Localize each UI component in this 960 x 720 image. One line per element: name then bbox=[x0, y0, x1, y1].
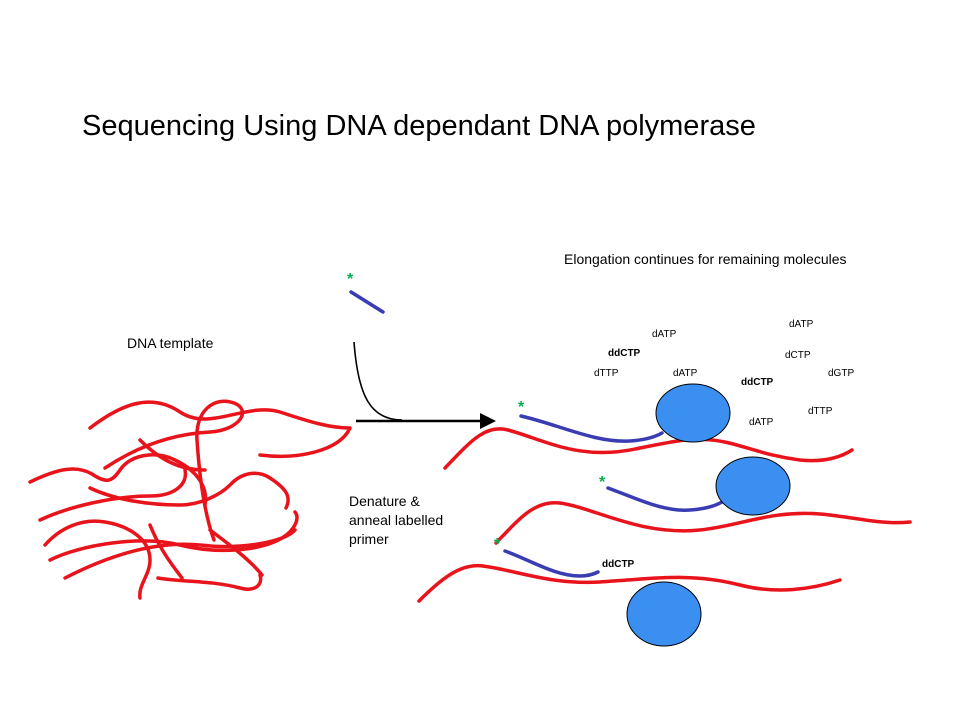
tangled-strand-9 bbox=[138, 438, 207, 472]
primer-strand-3 bbox=[503, 549, 600, 578]
primer-strand-1 bbox=[519, 414, 664, 443]
nucleotide-dctp-1: dCTP bbox=[785, 350, 811, 361]
nucleotide-dttp-2: dTTP bbox=[808, 406, 833, 417]
dna-template-label: DNA template bbox=[127, 335, 214, 351]
template-molecule-2: * bbox=[494, 456, 912, 545]
label-star-primer: * bbox=[347, 271, 354, 288]
template-strand-1 bbox=[443, 427, 854, 470]
nucleotide-datp-3: dATP bbox=[673, 368, 698, 379]
tangled-strand-10 bbox=[148, 523, 184, 580]
nucleotide-datp-4: dATP bbox=[749, 417, 774, 428]
slide-title: Sequencing Using DNA dependant DNA polym… bbox=[82, 110, 756, 142]
nucleotide-datp-2: dATP bbox=[789, 319, 814, 330]
tangled-strand-2 bbox=[103, 399, 245, 542]
polymerase-2 bbox=[715, 456, 791, 516]
nucleotide-ddctp-2: ddCTP bbox=[741, 377, 774, 388]
nucleotide-ddctp-3: ddCTP bbox=[602, 559, 635, 570]
tangled-dna-template bbox=[28, 399, 352, 600]
template-strand-2 bbox=[494, 500, 912, 545]
template-molecule-3: * bbox=[417, 536, 842, 647]
elongation-label: Elongation continues for remaining molec… bbox=[564, 251, 847, 267]
nucleotide-dgtp-1: dGTP bbox=[828, 368, 854, 379]
nucleotide-pool: dATP dATP ddCTP dCTP dTTP dATP ddCTP dGT… bbox=[594, 319, 854, 570]
annealing-step: * bbox=[347, 271, 496, 429]
denature-label-line-2: anneal labelled bbox=[349, 512, 443, 528]
denature-label-line-3: primer bbox=[349, 531, 389, 547]
tangled-strand-12 bbox=[208, 528, 264, 577]
template-molecule-1: * bbox=[443, 383, 854, 470]
tangled-strand-4 bbox=[88, 471, 290, 510]
denature-label-line-1: Denature & bbox=[349, 493, 420, 509]
label-star-2: * bbox=[599, 474, 606, 491]
nucleotide-ddctp-1: ddCTP bbox=[608, 348, 641, 359]
nucleotide-dttp-1: dTTP bbox=[594, 368, 619, 379]
tangled-strand-8 bbox=[63, 528, 297, 580]
label-star-3: * bbox=[494, 536, 501, 553]
tangled-strand-6 bbox=[43, 519, 152, 600]
label-star-1: * bbox=[518, 399, 525, 416]
reaction-arrow-head bbox=[480, 413, 496, 429]
nucleotide-datp-1: dATP bbox=[652, 329, 677, 340]
tangled-strand-7 bbox=[48, 510, 299, 562]
tangled-strand-1 bbox=[88, 400, 352, 459]
polymerase-3 bbox=[626, 581, 702, 647]
free-primer bbox=[349, 290, 385, 314]
primer-strand-2 bbox=[606, 486, 724, 512]
polymerase-1 bbox=[655, 383, 731, 443]
tangled-strand-5 bbox=[38, 468, 188, 522]
annealing-curve bbox=[353, 341, 403, 421]
tangled-strand-11 bbox=[156, 573, 263, 591]
template-strand-3 bbox=[417, 563, 842, 603]
